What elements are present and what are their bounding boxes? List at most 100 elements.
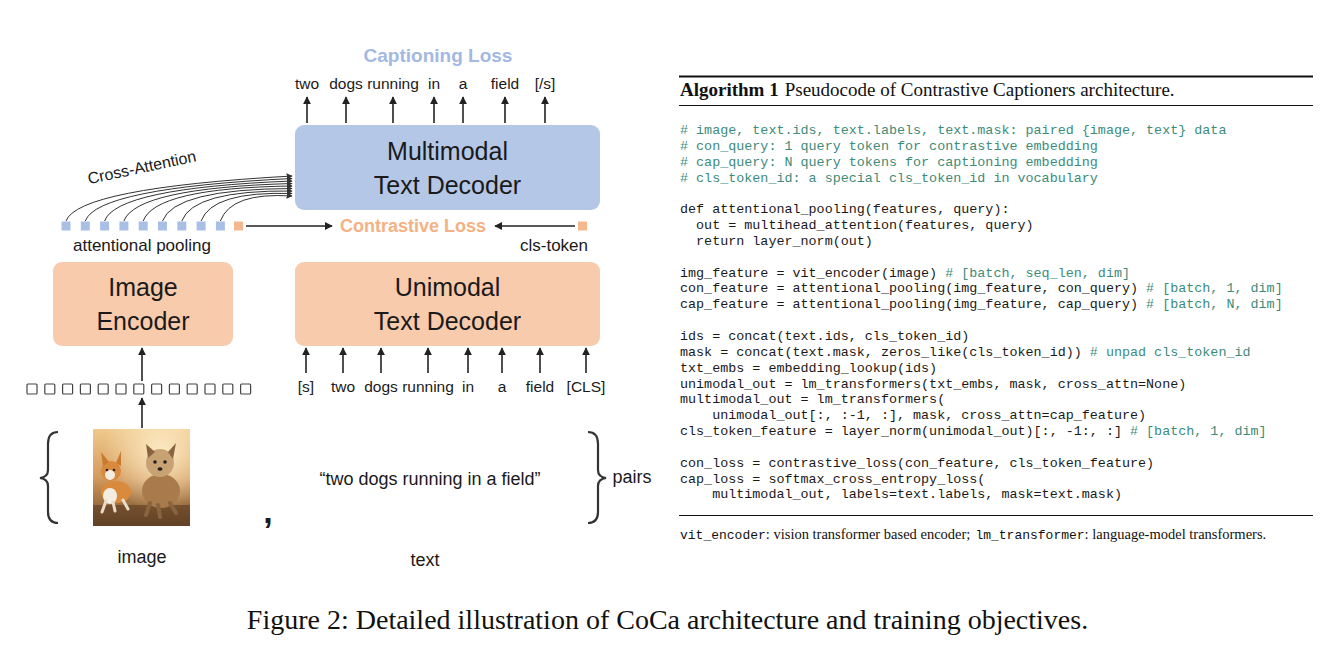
- multimodal-decoder-box: Multimodal Text Decoder: [295, 125, 600, 210]
- input-token: field: [526, 378, 554, 396]
- code-line: multimodal_out, labels=text.labels, mask…: [680, 487, 1283, 503]
- annotation: Cross-Attention: [86, 148, 198, 189]
- input-token: dogs: [364, 378, 398, 396]
- code-line: # image, text.ids, text.labels, text.mas…: [680, 123, 1283, 139]
- code-line: [680, 313, 1283, 329]
- code-line: def attentional_pooling(features, query)…: [680, 202, 1283, 218]
- code-text: return layer_norm(out): [680, 234, 873, 249]
- contrastive-token: [234, 222, 243, 231]
- patch-tokens: [27, 384, 251, 394]
- output-token: a: [459, 75, 468, 93]
- code-text: unimodal_out = lm_transformers(txt_embs,…: [680, 377, 1186, 392]
- input-token: [s]: [298, 378, 314, 396]
- input-token: in: [462, 378, 474, 396]
- code-line: multimodal_out = lm_transformers(: [680, 392, 1283, 408]
- cls-token-square: [578, 222, 587, 231]
- code-line: ids = concat(text.ids, cls_token_id): [680, 329, 1283, 345]
- code-line: [680, 250, 1283, 266]
- input-token: a: [498, 378, 507, 396]
- box-label: Multimodal Text Decoder: [348, 134, 548, 202]
- code-line: mask = concat(text.mask, zeros_like(cls_…: [680, 345, 1283, 361]
- code-text: cls_token_feature = layer_norm(unimodal_…: [680, 424, 1122, 439]
- algorithm-name: Pseudocode of Contrastive Captioners arc…: [785, 79, 1175, 101]
- annotation: cls-token: [520, 236, 588, 256]
- code-text: ids = concat(text.ids, cls_token_id): [680, 329, 969, 344]
- loss-label: Contrastive Loss: [340, 216, 486, 237]
- code-line: # con_query: 1 query token for contrasti…: [680, 139, 1283, 155]
- annotation: attentional pooling: [73, 236, 211, 256]
- figure-caption: Figure 2: Detailed illustration of CoCa …: [0, 604, 1335, 636]
- code-text: multimodal_out = lm_transformers(: [680, 392, 945, 407]
- algorithm-rules: [679, 77, 1313, 516]
- code-text: img_feature = vit_encoder(image): [680, 266, 937, 281]
- code-comment: # cls_token_id: a special cls_token_id i…: [680, 171, 1098, 186]
- code-line: return layer_norm(out): [680, 234, 1283, 250]
- code-text: txt_embs = embedding_lookup(ids): [680, 361, 937, 376]
- code-line: [680, 440, 1283, 456]
- output-token: dogs: [329, 75, 363, 93]
- code-text: con_loss = contrastive_loss(con_feature,…: [680, 456, 1154, 471]
- algorithm-note: vit_encoder: vision transformer based en…: [680, 526, 1266, 543]
- code-line: # cls_token_id: a special cls_token_id i…: [680, 171, 1283, 187]
- input-token: [CLS]: [567, 378, 606, 396]
- input-token: two: [331, 378, 355, 396]
- output-token: in: [428, 75, 440, 93]
- code-comment: # image, text.ids, text.labels, text.mas…: [680, 123, 1226, 138]
- code-line: cap_feature = attentional_pooling(img_fe…: [680, 297, 1283, 313]
- algorithm-title: Algorithm 1 Pseudocode of Contrastive Cap…: [680, 79, 1175, 101]
- code-text: mask = concat(text.mask, zeros_like(cls_…: [680, 345, 1082, 360]
- punctuation: ,: [263, 492, 272, 531]
- code-text: con_feature = attentional_pooling(img_fe…: [680, 281, 1138, 296]
- text-sample: “two dogs running in a field”: [319, 469, 540, 490]
- output-token: running: [367, 75, 419, 93]
- dog-photo: [93, 429, 190, 526]
- output-token: field: [491, 75, 519, 93]
- encoder-arrows: [141, 348, 143, 428]
- code-comment: # [batch, 1, dim]: [1130, 424, 1267, 439]
- code-text: unimodal_out[:, :-1, :], mask, cross_att…: [680, 408, 1146, 423]
- output-token: [/s]: [535, 75, 556, 93]
- annotation: pairs: [612, 467, 651, 488]
- input-arrows: [306, 348, 586, 373]
- code-line: unimodal_out[:, :-1, :], mask, cross_att…: [680, 408, 1283, 424]
- pooled-tokens: [62, 222, 225, 231]
- code-comment: # [batch, 1, dim]: [1146, 281, 1283, 296]
- code-comment: # [batch, seq_len, dim]: [945, 266, 1130, 281]
- pair-braces: [40, 432, 606, 523]
- box-label: Unimodal Text Decoder: [348, 270, 548, 338]
- code-line: unimodal_out = lm_transformers(txt_embs,…: [680, 377, 1283, 393]
- note-text: : language-model transformers.: [1085, 526, 1267, 543]
- output-token: two: [295, 75, 319, 93]
- annotation: text: [410, 550, 439, 571]
- code-text: out = multihead_attention(features, quer…: [680, 218, 1034, 233]
- note-text: : vision transformer based encoder;: [766, 526, 971, 543]
- code-text: multimodal_out, labels=text.labels, mask…: [680, 487, 1122, 502]
- code-comment: # cap_query: N query tokens for captioni…: [680, 155, 1098, 170]
- code-text: cap_feature = attentional_pooling(img_fe…: [680, 297, 1138, 312]
- code-line: out = multihead_attention(features, quer…: [680, 218, 1283, 234]
- code-line: con_feature = attentional_pooling(img_fe…: [680, 281, 1283, 297]
- code-block: # image, text.ids, text.labels, text.mas…: [680, 123, 1283, 503]
- code-line: con_loss = contrastive_loss(con_feature,…: [680, 456, 1283, 472]
- code-text: def attentional_pooling(features, query)…: [680, 202, 1009, 217]
- output-arrows: [307, 97, 545, 123]
- code-name: lm_transformer: [975, 528, 1084, 543]
- code-text: cap_loss = softmax_cross_entropy_loss(: [680, 472, 985, 487]
- code-line: cls_token_feature = layer_norm(unimodal_…: [680, 424, 1283, 440]
- image-encoder-box: Image Encoder: [53, 262, 233, 346]
- input-token: running: [402, 378, 454, 396]
- code-line: img_feature = vit_encoder(image) # [batch…: [680, 266, 1283, 282]
- unimodal-decoder-box: Unimodal Text Decoder: [295, 262, 600, 346]
- code-comment: # [batch, N, dim]: [1146, 297, 1283, 312]
- code-line: [680, 186, 1283, 202]
- box-label: Image Encoder: [68, 270, 218, 338]
- annotation: image: [117, 547, 166, 568]
- code-comment: # con_query: 1 query token for contrasti…: [680, 139, 1098, 154]
- code-line: txt_embs = embedding_lookup(ids): [680, 361, 1283, 377]
- algorithm-number: Algorithm 1: [680, 79, 779, 101]
- code-name: vit_encoder: [680, 528, 766, 543]
- code-line: # cap_query: N query tokens for captioni…: [680, 155, 1283, 171]
- code-line: cap_loss = softmax_cross_entropy_loss(: [680, 472, 1283, 488]
- code-comment: # unpad cls_token_id: [1090, 345, 1251, 360]
